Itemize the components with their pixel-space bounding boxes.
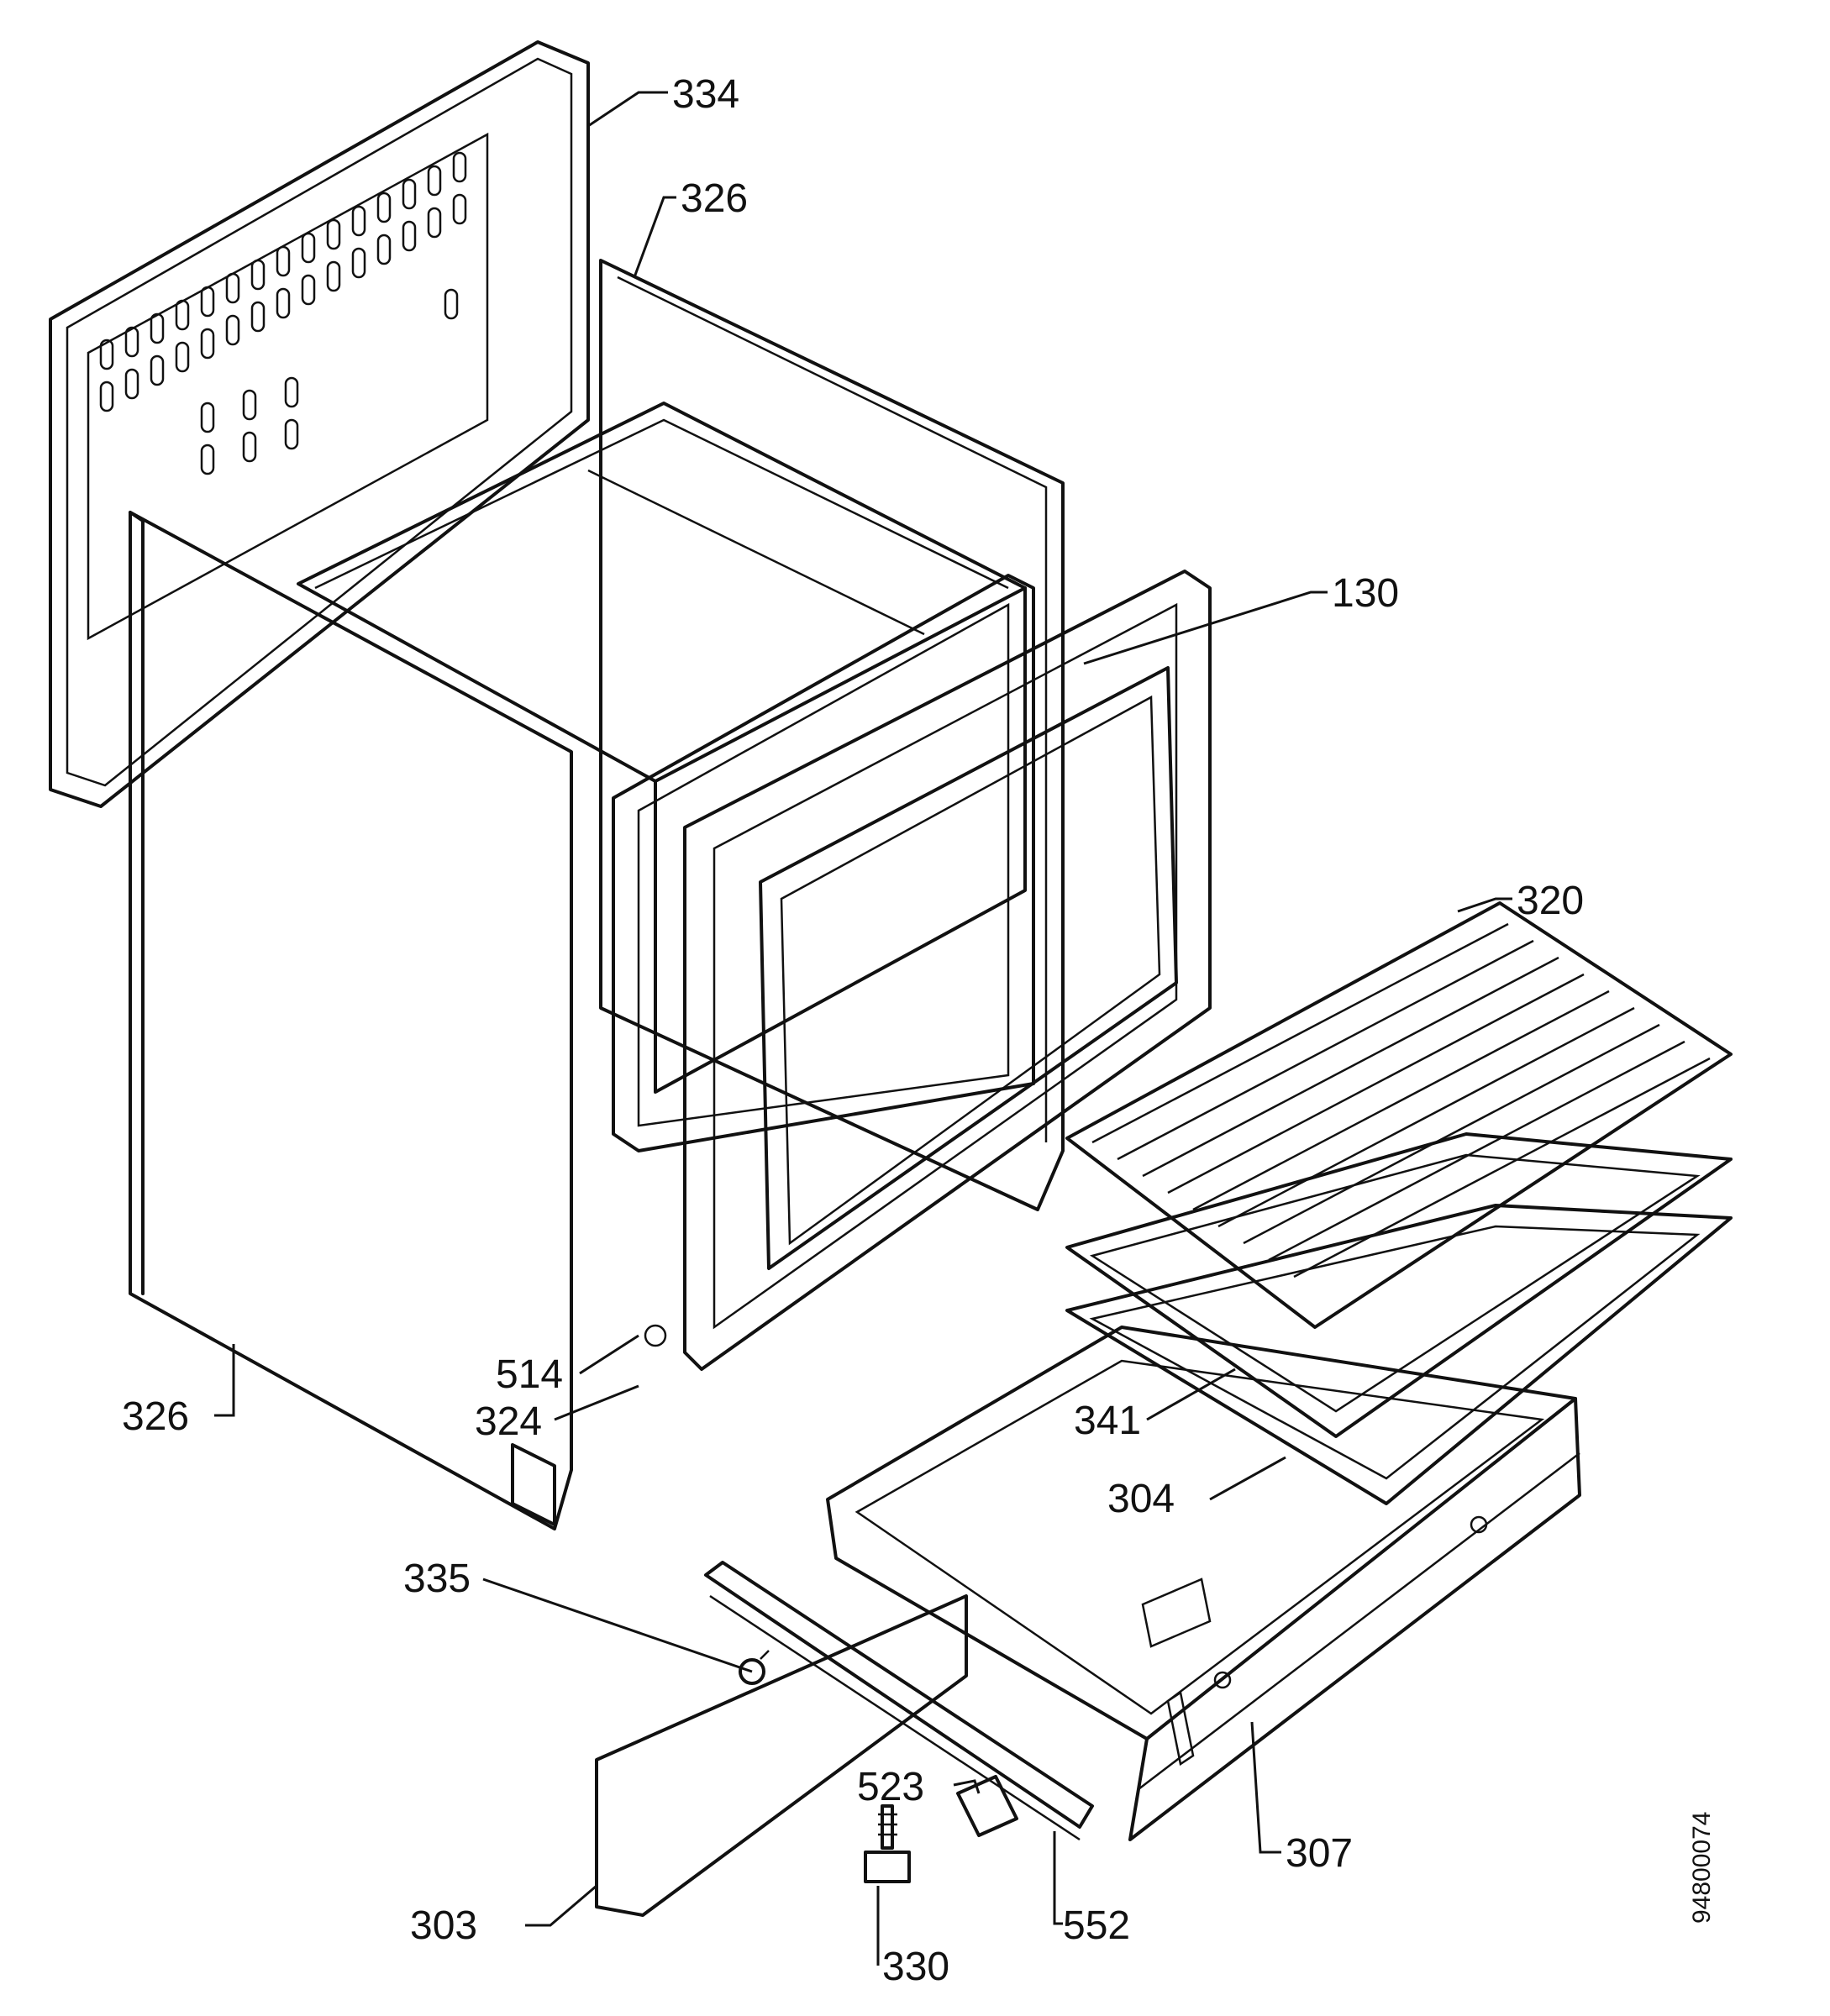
side-panel-326-right: [599, 259, 1065, 1211]
document-id: 94800074: [1688, 1812, 1716, 1924]
label-334: 334: [672, 72, 739, 117]
label-320: 320: [1517, 879, 1584, 923]
label-303: 303: [410, 1903, 477, 1948]
label-326-top: 326: [681, 176, 748, 221]
label-335: 335: [403, 1557, 471, 1601]
tray-304: [1065, 1204, 1733, 1505]
label-324: 324: [475, 1399, 542, 1444]
door-frame-130: [683, 570, 1212, 1371]
label-326-left: 326: [122, 1394, 189, 1439]
side-panel-326-left: [129, 511, 573, 1530]
rear-panel-334: [49, 40, 590, 808]
label-130: 130: [1332, 571, 1399, 616]
oven-cavity: [297, 402, 1027, 1094]
label-523: 523: [857, 1765, 924, 1809]
leader-lines: [214, 91, 1512, 1966]
oven-rack-320: [1065, 901, 1733, 1329]
clip-523: [956, 1775, 1018, 1837]
drawer-307: [826, 1326, 1581, 1841]
label-341: 341: [1074, 1399, 1141, 1443]
label-514: 514: [496, 1352, 563, 1397]
label-304: 304: [1107, 1477, 1175, 1521]
label-307: 307: [1286, 1831, 1353, 1876]
screw-335: [739, 1650, 770, 1685]
label-330: 330: [882, 1945, 949, 1989]
baking-tray-341: [1065, 1132, 1733, 1438]
label-552: 552: [1063, 1903, 1130, 1948]
part-labels: 334 326 130 320 514 324 326 341 304 335 …: [122, 72, 1584, 1989]
adjustable-foot-330: [864, 1804, 911, 1883]
rail-552: [704, 1561, 1094, 1841]
vent-slots: [99, 151, 467, 475]
plinth-303: [595, 1594, 968, 1917]
